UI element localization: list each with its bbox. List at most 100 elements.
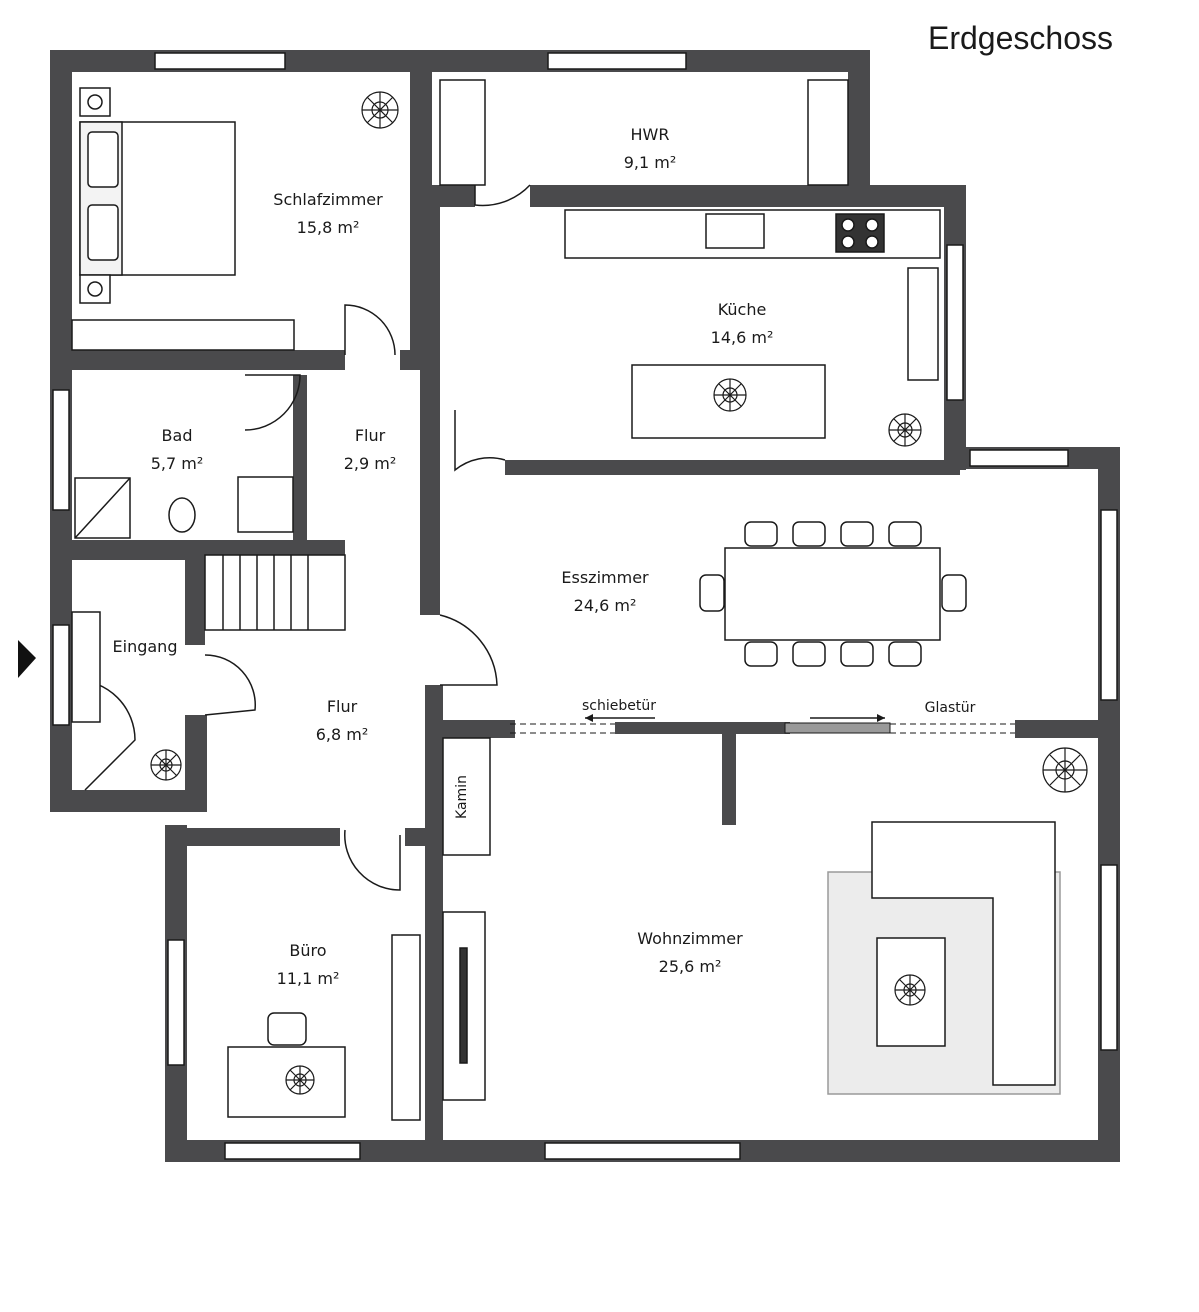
window-dining-top <box>969 449 1069 467</box>
wardrobe <box>71 319 295 351</box>
tv-icon <box>459 947 468 1064</box>
room-labels: Schlafzimmer 15,8 m² HWR 9,1 m² Küche 14… <box>113 125 976 988</box>
window-schlaf <box>154 52 286 70</box>
toilet-icon <box>168 497 196 533</box>
door-eingang <box>204 654 256 716</box>
room-name-schlafzimmer: Schlafzimmer <box>273 190 383 209</box>
door-kitchen <box>454 410 506 472</box>
plant-icon <box>713 378 747 412</box>
pillow-bottom <box>87 204 119 261</box>
room-area-flur-oben: 2,9 m² <box>344 454 397 473</box>
wall-eingang-right-top <box>185 555 205 645</box>
stairs <box>204 554 346 631</box>
windows <box>52 52 1118 1160</box>
wall-buero-top <box>165 828 340 846</box>
room-area-buero: 11,1 m² <box>277 969 340 988</box>
room-area-hwr: 9,1 m² <box>624 153 677 172</box>
chair <box>840 521 874 547</box>
office-chair <box>267 1012 307 1046</box>
room-name-flur-unten: Flur <box>327 697 358 716</box>
pillow-top <box>87 131 119 188</box>
wall-hwr-left-low <box>425 185 475 207</box>
plant-icon <box>361 91 399 129</box>
window-hwr <box>547 52 687 70</box>
schiebetuer-arrow-icon <box>585 714 593 722</box>
entrance-arrow-icon <box>18 640 36 678</box>
glass-door-panel <box>784 722 891 734</box>
door-hwr <box>474 140 531 207</box>
door-dining <box>439 614 498 686</box>
hwr-cabinet <box>807 79 849 186</box>
lamp-bottom-icon <box>87 281 103 297</box>
window-buero-left <box>167 939 185 1066</box>
glastuer-label: Glastür <box>925 700 976 716</box>
chair <box>840 641 874 667</box>
wall-dining-bottom-right <box>1015 720 1120 738</box>
sliding-door-tracks <box>510 723 1015 734</box>
window-dining-right <box>1100 509 1118 701</box>
door-bad <box>244 374 301 431</box>
fireplace <box>442 737 491 856</box>
chair <box>744 641 778 667</box>
plant-icon <box>888 413 922 447</box>
wall-flur-right <box>420 205 440 615</box>
doors <box>74 140 531 891</box>
wall-bottom-right <box>420 1140 1120 1162</box>
window-buero-bottom <box>224 1142 361 1160</box>
room-area-schlafzimmer: 15,8 m² <box>297 218 360 237</box>
chair <box>888 521 922 547</box>
window-living-bottom <box>544 1142 741 1160</box>
sink-icon <box>705 213 765 249</box>
chair <box>888 641 922 667</box>
room-area-flur-unten: 6,8 m² <box>316 725 369 744</box>
plant-icon <box>894 974 926 1006</box>
window-eingang <box>52 624 70 726</box>
furniture <box>71 79 1061 1121</box>
chair <box>792 521 826 547</box>
dining-table <box>724 547 941 641</box>
room-name-bad: Bad <box>162 426 193 445</box>
lamp-top-icon <box>87 94 103 110</box>
room-name-buero: Büro <box>289 941 326 960</box>
chair <box>744 521 778 547</box>
room-name-wohnzimmer: Wohnzimmer <box>637 929 743 948</box>
chair <box>792 641 826 667</box>
coat-rack <box>71 611 101 723</box>
wall-bad-right <box>293 375 307 545</box>
wall-eingang-bottom <box>50 790 205 812</box>
wall-eingang-right <box>185 715 207 812</box>
plant-icon <box>285 1065 315 1095</box>
door-buero <box>344 829 401 891</box>
room-name-hwr: HWR <box>631 125 670 144</box>
wall-hwr-right <box>848 50 870 190</box>
room-name-esszimmer: Esszimmer <box>561 568 649 587</box>
room-area-bad: 5,7 m² <box>151 454 204 473</box>
sofa <box>871 821 1056 1086</box>
wall-kitchen-top-right <box>848 185 966 207</box>
sliding-door-panel <box>615 722 790 734</box>
chair <box>699 574 725 612</box>
door-schlaf <box>344 304 396 356</box>
window-kitchen <box>946 244 964 401</box>
bookshelf <box>391 934 421 1121</box>
kamin-label: Kamin <box>454 775 470 819</box>
hwr-shelf <box>439 79 486 186</box>
wall-buero-top-b <box>405 828 435 846</box>
plan-title: Erdgeschoss <box>928 20 1113 56</box>
washbasin-icon <box>237 476 294 533</box>
plants <box>150 91 1088 1095</box>
schiebetuer-label: schiebetür <box>582 698 656 714</box>
room-area-wohnzimmer: 25,6 m² <box>659 957 722 976</box>
wall-kitchen-bottom <box>505 460 960 475</box>
wall-hwr-bottom <box>530 185 860 207</box>
room-name-kueche: Küche <box>718 300 767 319</box>
plant-icon <box>150 749 182 781</box>
chair <box>941 574 967 612</box>
glastuer-arrow-icon <box>877 714 885 722</box>
window-bad <box>52 389 70 511</box>
window-living-right <box>1100 864 1118 1051</box>
room-area-kueche: 14,6 m² <box>711 328 774 347</box>
wall-stub <box>722 730 736 825</box>
room-name-flur-oben: Flur <box>355 426 386 445</box>
